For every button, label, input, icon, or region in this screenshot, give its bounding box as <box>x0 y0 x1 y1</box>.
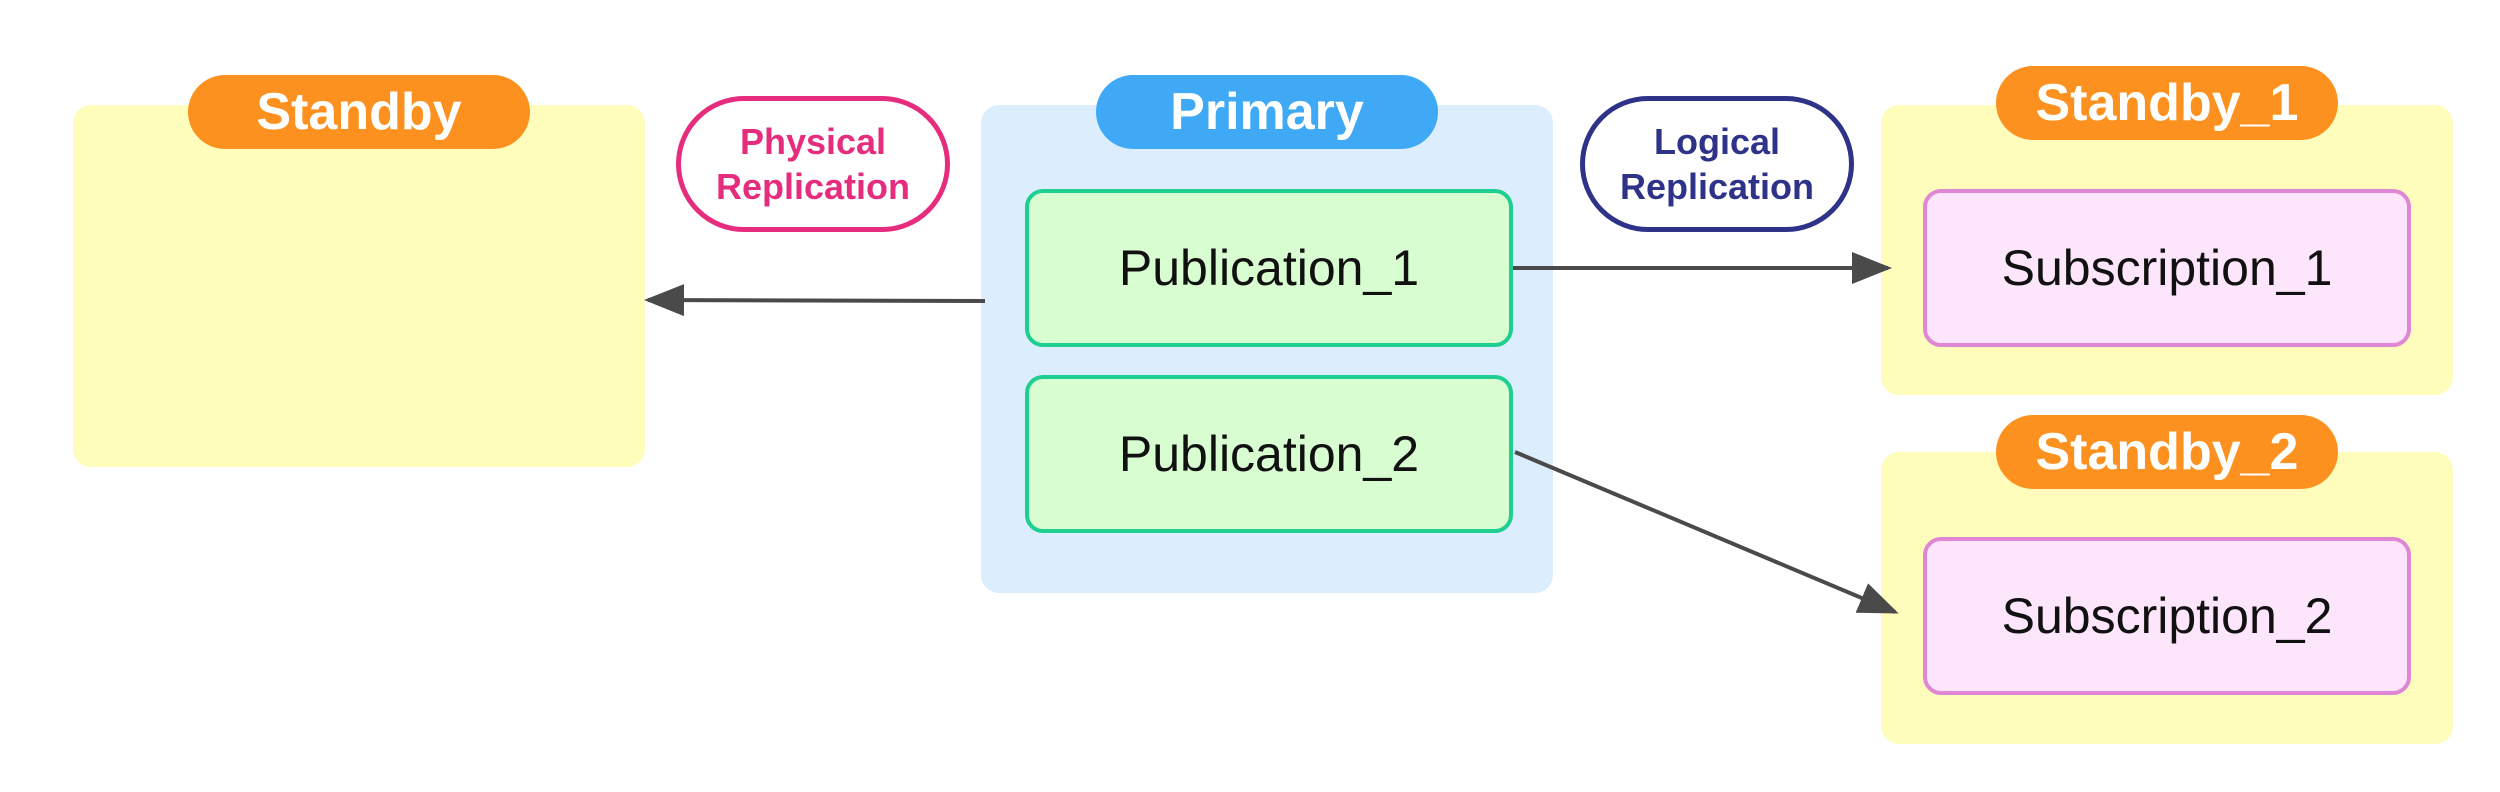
primary-title: Primary <box>1096 75 1438 149</box>
physical-replication-label: Physical Replication <box>676 96 950 232</box>
physical-label-line1: Physical <box>739 121 887 162</box>
subscription-2: Subscription_2 <box>1923 537 2411 695</box>
subscription-1: Subscription_1 <box>1923 189 2411 347</box>
publication-1: Publication_1 <box>1025 189 1513 347</box>
logical-label-line1: Logical <box>1653 121 1781 162</box>
logical-replication-label: Logical Replication <box>1580 96 1854 232</box>
logical-arrow-to-subscription-2 <box>1514 450 1899 614</box>
standby-1-title: Standby_1 <box>1996 66 2338 140</box>
publication-2: Publication_2 <box>1025 375 1513 533</box>
standby-2-title: Standby_2 <box>1996 415 2338 489</box>
physical-replication-arrow <box>644 284 986 317</box>
physical-label-line2: Replication <box>715 166 911 207</box>
standby-box <box>73 105 645 467</box>
standby-title: Standby <box>188 75 530 149</box>
logical-label-line2: Replication <box>1619 166 1815 207</box>
